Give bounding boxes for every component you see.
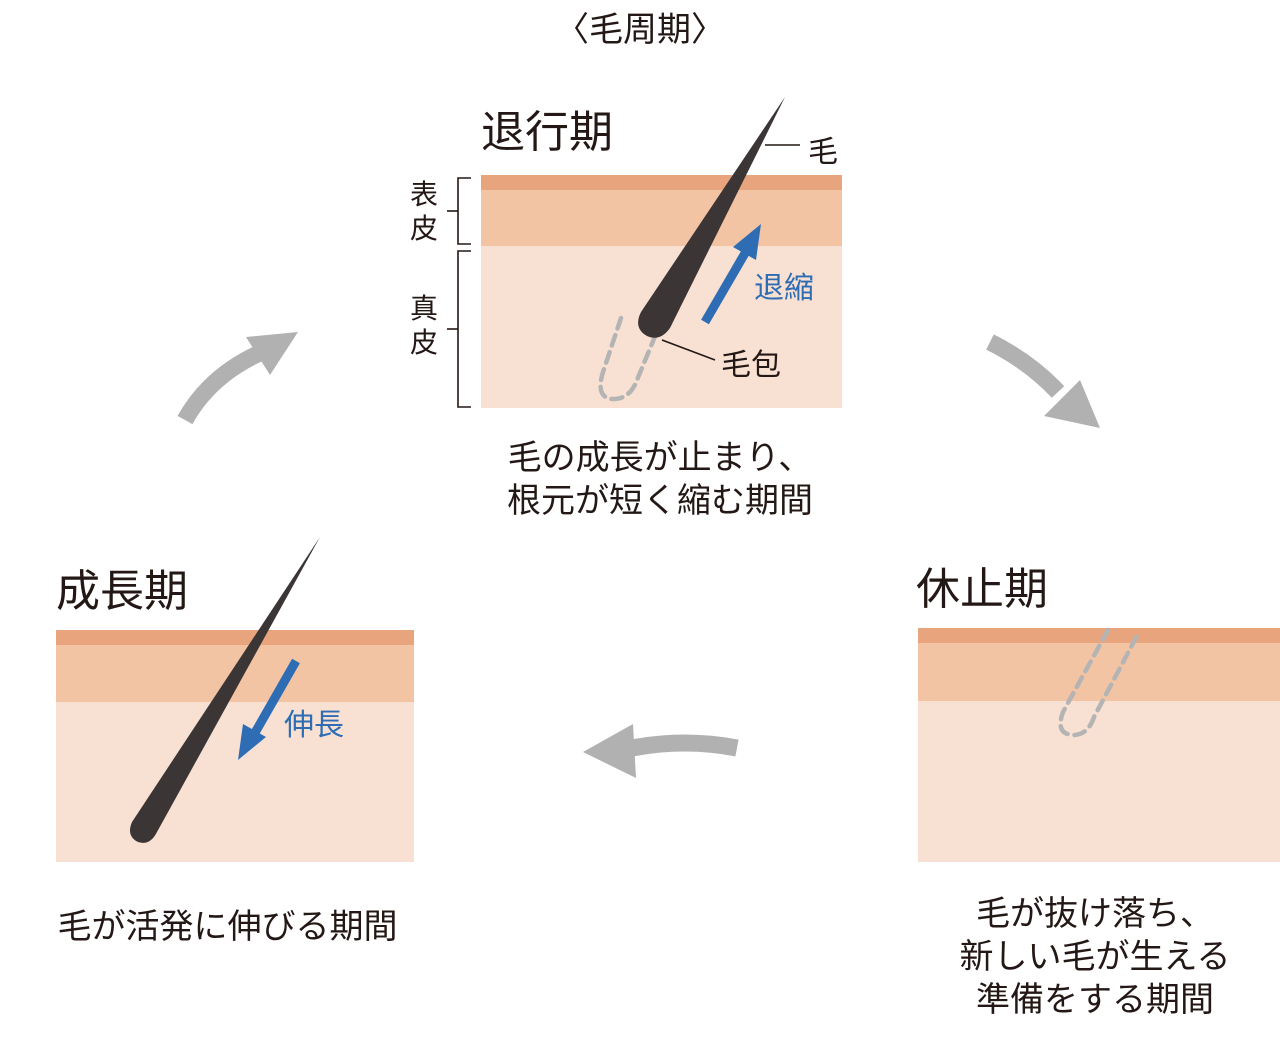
telogen-skin-surface: [918, 628, 1280, 643]
catagen-retract-arrow: [701, 224, 761, 325]
telogen-title: 休止期: [916, 564, 1048, 615]
skin-layer-brackets: [447, 177, 471, 408]
catagen-hair: [638, 97, 785, 338]
telogen-follicle-trace: [1058, 627, 1142, 738]
diagram-title: 〈毛周期〉: [555, 10, 725, 50]
anagen-hair: [130, 537, 320, 843]
anagen-skin-surface: [56, 630, 414, 645]
catagen-title: 退行期: [481, 107, 613, 158]
catagen-caption-line-1: 毛の成長が止まり、: [507, 438, 813, 478]
catagen-skin-surface: [481, 175, 842, 190]
catagen-caption-line-2: 根元が短く縮む期間: [507, 481, 813, 521]
retract-label: 退縮: [754, 271, 814, 306]
cycle-arrow-anagen-to-catagen: [177, 332, 298, 425]
telogen-caption-line-1: 毛が抜け落ち、: [976, 894, 1214, 934]
anagen-skin-panel: [56, 537, 414, 862]
telogen-skin-panel: [918, 627, 1280, 862]
anagen-title: 成長期: [56, 566, 188, 617]
anagen-caption: 毛が活発に伸びる期間: [57, 907, 398, 947]
telogen-caption-line-3: 準備をする期間: [976, 980, 1214, 1020]
epidermis-label: 表皮: [409, 178, 438, 245]
hair-label: 毛: [808, 135, 838, 170]
dermis-label: 真皮: [409, 292, 438, 359]
grow-label: 伸長: [284, 708, 344, 743]
catagen-skin-panel: [447, 97, 842, 408]
cycle-arrow-telogen-to-anagen: [583, 724, 739, 778]
telogen-caption: 毛が抜け落ち、 新しい毛が生える 準備をする期間: [910, 893, 1280, 1022]
anagen-grow-arrow: [238, 658, 300, 760]
catagen-caption: 毛の成長が止まり、 根元が短く縮む期間: [400, 437, 920, 523]
telogen-caption-line-2: 新しい毛が生える: [959, 937, 1231, 977]
catagen-follicle-trace: [598, 315, 659, 402]
follicle-label: 毛包: [721, 348, 781, 383]
cycle-arrow-catagen-to-telogen: [986, 334, 1100, 428]
